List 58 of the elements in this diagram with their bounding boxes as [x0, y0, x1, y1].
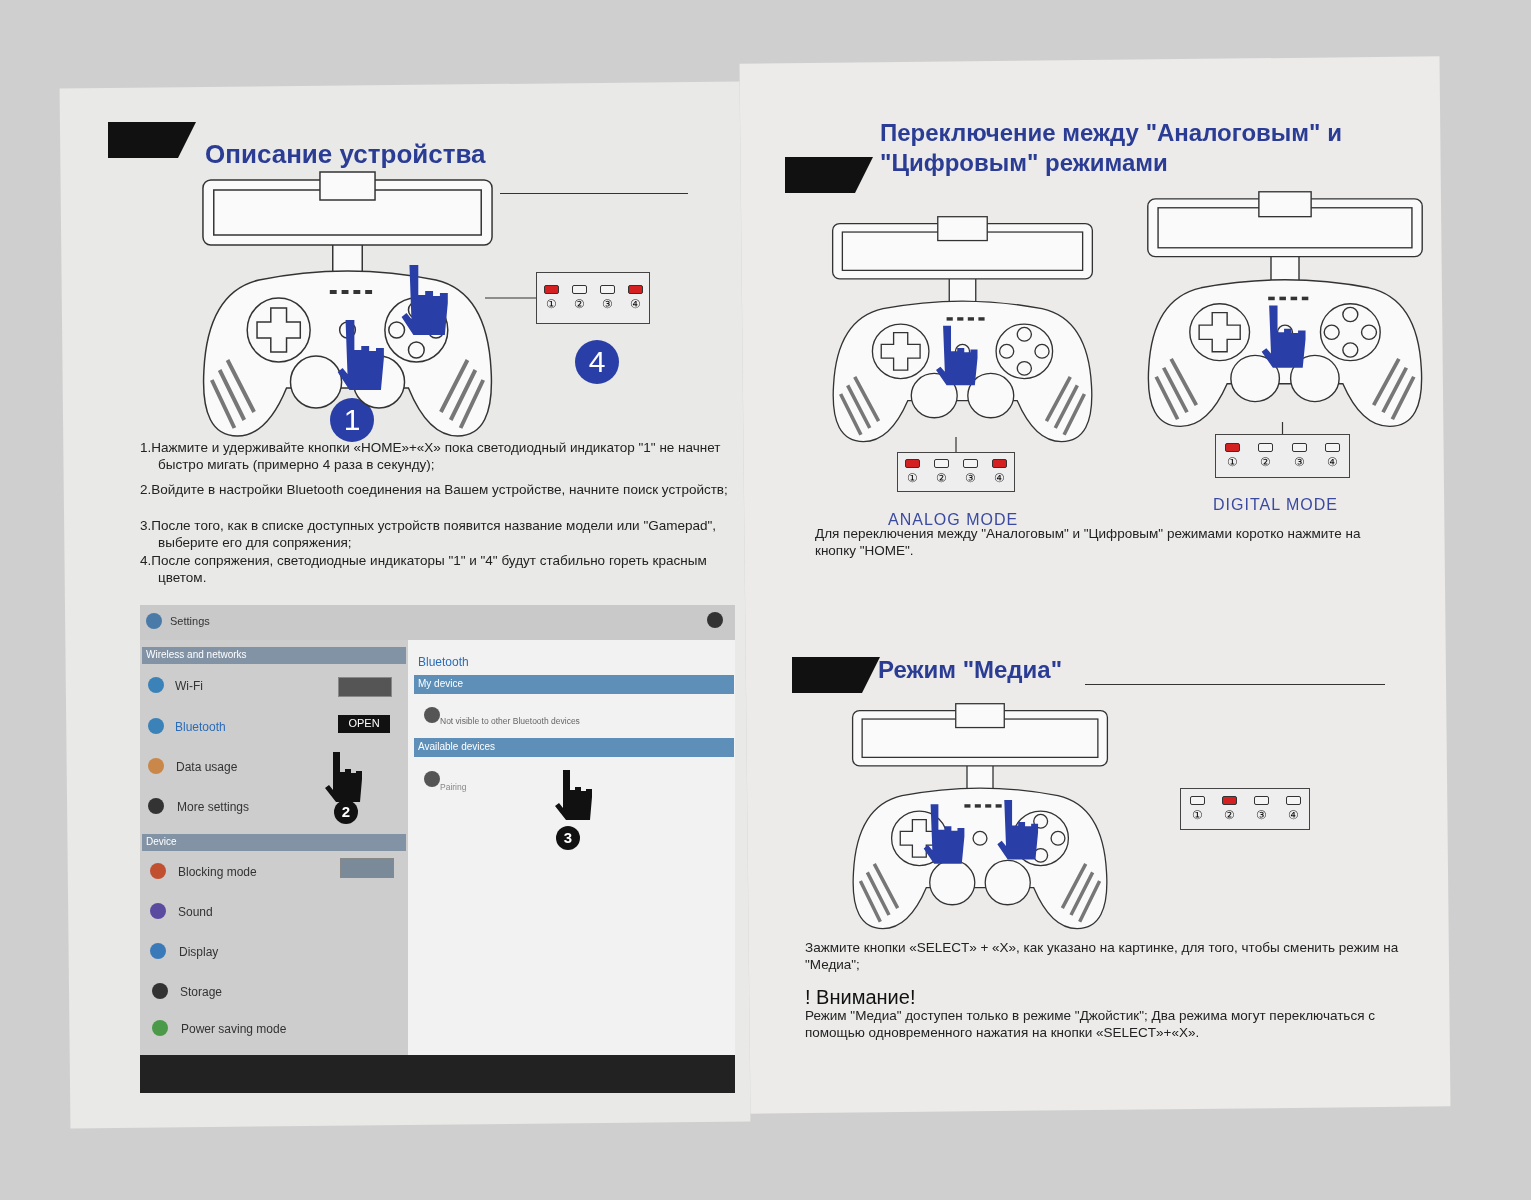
- toggle-label: OPEN: [338, 715, 390, 733]
- led-number: ③: [1255, 808, 1267, 822]
- gamepad-drawing: [1145, 190, 1425, 430]
- led-number: ③: [601, 297, 613, 311]
- section-heading: Режим "Медиа": [878, 655, 1064, 685]
- led-number: ④: [994, 471, 1005, 485]
- leader-line: [484, 297, 537, 299]
- menu-item: Data usage: [176, 760, 239, 775]
- instruction-text: Для переключения между "Аналоговым" и "Цифровым" режимами коротко нажмите на кнопку "HOME".: [815, 526, 1362, 560]
- menu-item: Display: [179, 945, 220, 960]
- gamepad-drawing: [830, 215, 1095, 445]
- menu-item: Wi-Fi: [175, 679, 204, 694]
- led-number: ②: [1260, 455, 1272, 469]
- led-number: ②: [573, 297, 585, 311]
- gamepad-drawing: [850, 702, 1110, 932]
- menu-item: Sound: [178, 905, 214, 920]
- warning-text: Режим "Медиа" доступен только в режиме "Джойстик"; Два режима могут переключаться с помощью одновременного нажатия на кнопки «SELECT»+«X».: [805, 1008, 1376, 1042]
- device-status: Not visible to other Bluetooth devices: [440, 716, 581, 727]
- gamepad-drawing: [200, 170, 495, 440]
- section-header: Device: [142, 834, 406, 851]
- section-heading: Описание устройства: [205, 138, 487, 171]
- instruction-text: 4.После сопряжения, светодиодные индикаторы "1" и "4" будут стабильно гореть красным цветом.: [140, 553, 708, 587]
- section-header: My device: [414, 675, 734, 694]
- instruction-text: 1.Нажмите и удерживайте кнопки «HOME»+«X» пока светодиодный индикатор "1" не начнет быстро мигать (примерно 4 раза в секунду);: [140, 440, 722, 474]
- indicator-panel: [1180, 788, 1310, 830]
- leader-line: [1281, 421, 1284, 435]
- pane-title: Bluetooth: [418, 655, 470, 670]
- menu-item: Blocking mode: [178, 865, 258, 880]
- warning-heading: ! Внимание!: [805, 985, 917, 1010]
- window-title: Settings: [170, 615, 211, 629]
- led-number: ②: [1223, 808, 1235, 822]
- led-number: ①: [907, 471, 918, 485]
- mode-caption: ANALOG MODE: [888, 510, 1020, 529]
- led-number: ③: [1293, 455, 1305, 469]
- mode-caption: DIGITAL MODE: [1213, 495, 1339, 515]
- indicator-panel: [897, 452, 1015, 492]
- menu-item: Storage: [180, 985, 224, 1000]
- device-status: Pairing: [440, 782, 468, 793]
- indicator-panel: [1215, 434, 1350, 478]
- led-number: ④: [1326, 455, 1338, 469]
- instruction-text: 2.Войдите в настройки Bluetooth соединения на Вашем устройстве, начните поиск устройств;: [140, 482, 729, 499]
- led-number: ②: [936, 471, 947, 485]
- menu-item: Power saving mode: [181, 1022, 288, 1037]
- led-number: ①: [1191, 808, 1203, 822]
- led-number: ③: [965, 471, 976, 485]
- section-header: Available devices: [414, 738, 734, 757]
- instruction-text: Зажмите кнопки «SELECT» + «X», как указано на картинке, для того, чтобы сменить режим на "Медиа";: [805, 940, 1400, 974]
- led-number: ④: [629, 297, 641, 311]
- indicator-panel: [536, 272, 650, 324]
- leader-line: [955, 436, 957, 453]
- section-header: Wireless and networks: [142, 647, 406, 664]
- menu-item: More settings: [177, 800, 251, 815]
- section-heading: Переключение между "Аналоговым" и "Цифровым" режимами: [880, 118, 1343, 178]
- led-number: ④: [1287, 808, 1299, 822]
- instruction-text: 3.После того, как в списке доступных устройств появится название модели или "Gamepad", выберите его для сопряжения;: [140, 518, 718, 552]
- led-number: ①: [1227, 455, 1239, 469]
- menu-item: Bluetooth: [175, 720, 227, 735]
- led-number: ①: [545, 297, 557, 311]
